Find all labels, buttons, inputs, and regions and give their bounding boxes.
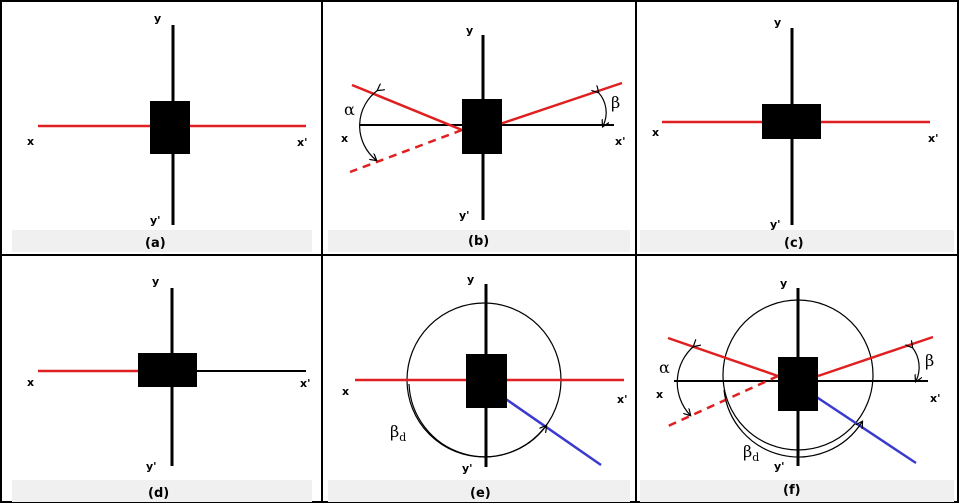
panel-d: y y' x x' (d) <box>27 275 310 501</box>
y-top-label: y <box>152 275 159 288</box>
beta-d-main: β <box>390 422 399 441</box>
x-left-label: x <box>656 388 663 401</box>
panel-e: βd y y' x x' (e) <box>342 273 627 501</box>
panel-caption: (d) <box>148 486 169 501</box>
x-left-label: x <box>341 132 348 145</box>
x-right-label: x' <box>615 135 625 148</box>
x-left-label: x <box>27 376 34 389</box>
beta-d-subscript: d <box>752 451 759 464</box>
y-bottom-label: y' <box>459 209 470 222</box>
incident-extension-dashed <box>349 128 463 174</box>
x-right-label: x' <box>300 377 310 390</box>
y-bottom-label: y' <box>774 460 785 473</box>
x-right-label: x' <box>617 393 627 406</box>
sample-block <box>150 101 190 154</box>
panel-b: α β y y' x x' (b) <box>341 24 625 249</box>
beta-d-main: β <box>743 442 752 461</box>
panel-caption: (b) <box>468 234 489 249</box>
x-right-label: x' <box>928 132 938 145</box>
panel-c: y y' x x' (c) <box>652 16 938 251</box>
y-top-label: y <box>780 277 787 290</box>
sample-block <box>462 99 502 154</box>
panel-a: y y' x x' (a) <box>27 12 307 251</box>
panel-caption: (a) <box>145 236 166 251</box>
caption-strip-a <box>12 230 312 252</box>
sample-block <box>138 353 197 387</box>
alpha-arc <box>676 346 694 415</box>
caption-strip-d <box>12 480 312 502</box>
panel-caption: (e) <box>470 486 491 501</box>
alpha-label: α <box>344 100 355 119</box>
x-left-label: x <box>652 126 659 139</box>
x-left-label: x <box>342 385 349 398</box>
caption-strip-f <box>640 480 954 502</box>
panel-caption: (f) <box>783 483 801 498</box>
y-top-label: y <box>466 24 473 37</box>
x-right-label: x' <box>297 136 307 149</box>
y-bottom-label: y' <box>462 462 473 475</box>
beta-d-label: βd <box>743 442 759 464</box>
deflected-beam <box>499 393 602 467</box>
sample-block <box>466 354 507 408</box>
y-top-label: y <box>154 12 161 25</box>
sample-block <box>762 104 821 139</box>
beta-label: β <box>925 351 934 370</box>
y-bottom-label: y' <box>150 214 161 227</box>
beta-d-arc <box>723 389 862 458</box>
beta-arc <box>598 92 606 126</box>
alpha-arc <box>359 90 378 160</box>
y-top-label: y <box>467 273 474 286</box>
panel-caption: (c) <box>784 236 804 251</box>
alpha-label: α <box>659 358 670 377</box>
caption-strip-b <box>328 230 630 252</box>
y-bottom-label: y' <box>146 460 157 473</box>
deflected-beam <box>814 394 917 465</box>
x-left-label: x <box>27 135 34 148</box>
beta-d-subscript: d <box>399 431 406 444</box>
beta-arc <box>912 347 919 381</box>
y-top-label: y <box>774 16 781 29</box>
sample-block <box>778 357 818 411</box>
caption-strip-e <box>328 480 630 502</box>
caption-strip-c <box>640 230 954 252</box>
y-bottom-label: y' <box>770 218 781 231</box>
beta-d-arc <box>408 383 546 458</box>
incident-extension-dashed <box>665 374 779 429</box>
beta-label: β <box>611 93 620 112</box>
x-right-label: x' <box>930 392 940 405</box>
beta-d-label: βd <box>390 422 406 444</box>
panel-f: α β βd y y' x x' (f) <box>656 277 940 498</box>
